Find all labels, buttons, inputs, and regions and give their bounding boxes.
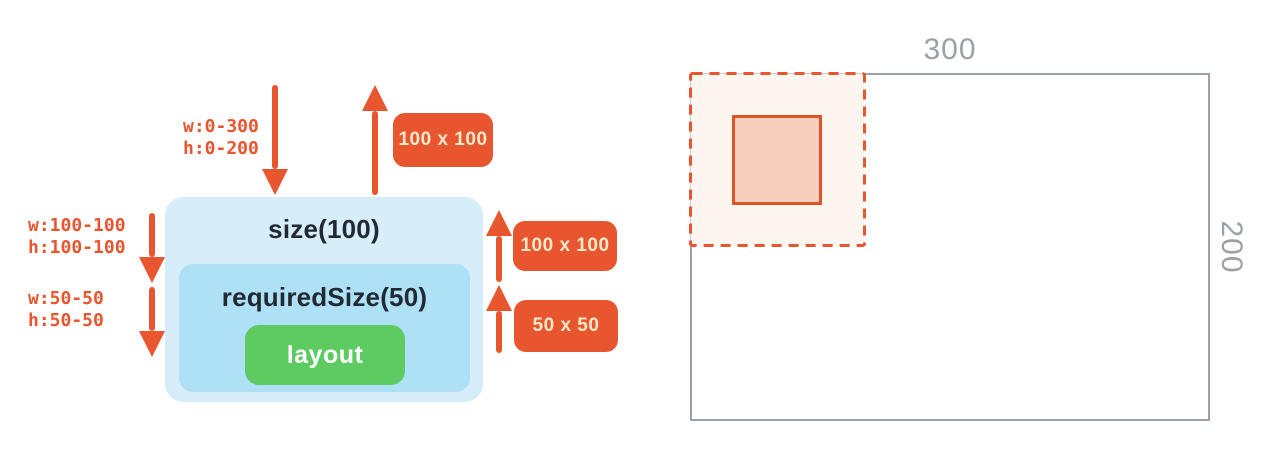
- arrow-head-icon: [139, 331, 165, 357]
- incoming-constraints-width: w:0-300: [183, 116, 259, 137]
- required-size-result-up-arrow: [486, 285, 512, 353]
- size-constraints-height: h:100-100: [28, 237, 126, 258]
- size-modifier-label: size(100): [268, 214, 380, 244]
- parent-height-label: 200: [1215, 220, 1248, 274]
- arrow-head-icon: [486, 285, 512, 311]
- incoming-constraints-label: w:0-300 h:0-200: [183, 116, 259, 160]
- parent-width-label: 300: [923, 33, 977, 66]
- required-size-modifier-label: requiredSize(50): [221, 282, 428, 312]
- size-constraints-width: w:100-100: [28, 215, 126, 236]
- arrow-shaft: [149, 213, 155, 257]
- arrow-head-icon: [139, 257, 165, 283]
- required-size-constraints-down-arrow: [139, 287, 165, 357]
- arrow-head-icon: [362, 85, 388, 111]
- incoming-constraints-down-arrow: [262, 85, 288, 195]
- required-size-constraints-label: w:50-50 h:50-50: [28, 288, 104, 332]
- size-result-up-arrow: [486, 210, 512, 282]
- arrow-head-icon: [486, 210, 512, 236]
- size-constraints-label: w:100-100 h:100-100: [28, 215, 126, 259]
- arrow-shaft: [149, 287, 155, 331]
- outgoing-size-up-arrow: [362, 85, 388, 195]
- layout-label: layout: [286, 340, 364, 369]
- size-constraints-down-arrow: [139, 213, 165, 283]
- required-size-constraints-width: w:50-50: [28, 288, 104, 309]
- arrow-shaft: [496, 311, 502, 353]
- size-badge-label: 100 x 100: [398, 129, 488, 150]
- size-badge-top-100x100: 100 x 100: [393, 113, 493, 167]
- required-size-constraints-height: h:50-50: [28, 310, 104, 331]
- incoming-constraints-height: h:0-200: [183, 138, 259, 159]
- size-badge-label: 50 x 50: [532, 315, 600, 336]
- size-badge-50x50: 50 x 50: [514, 300, 618, 352]
- arrow-shaft: [496, 236, 502, 282]
- size-badge-label: 100 x 100: [520, 235, 610, 256]
- layout-node: layout: [245, 325, 405, 385]
- arrow-shaft: [272, 85, 278, 169]
- size-badge-100x100: 100 x 100: [513, 221, 617, 271]
- layout-size-box: [732, 115, 822, 205]
- arrow-head-icon: [262, 169, 288, 195]
- arrow-shaft: [372, 111, 378, 195]
